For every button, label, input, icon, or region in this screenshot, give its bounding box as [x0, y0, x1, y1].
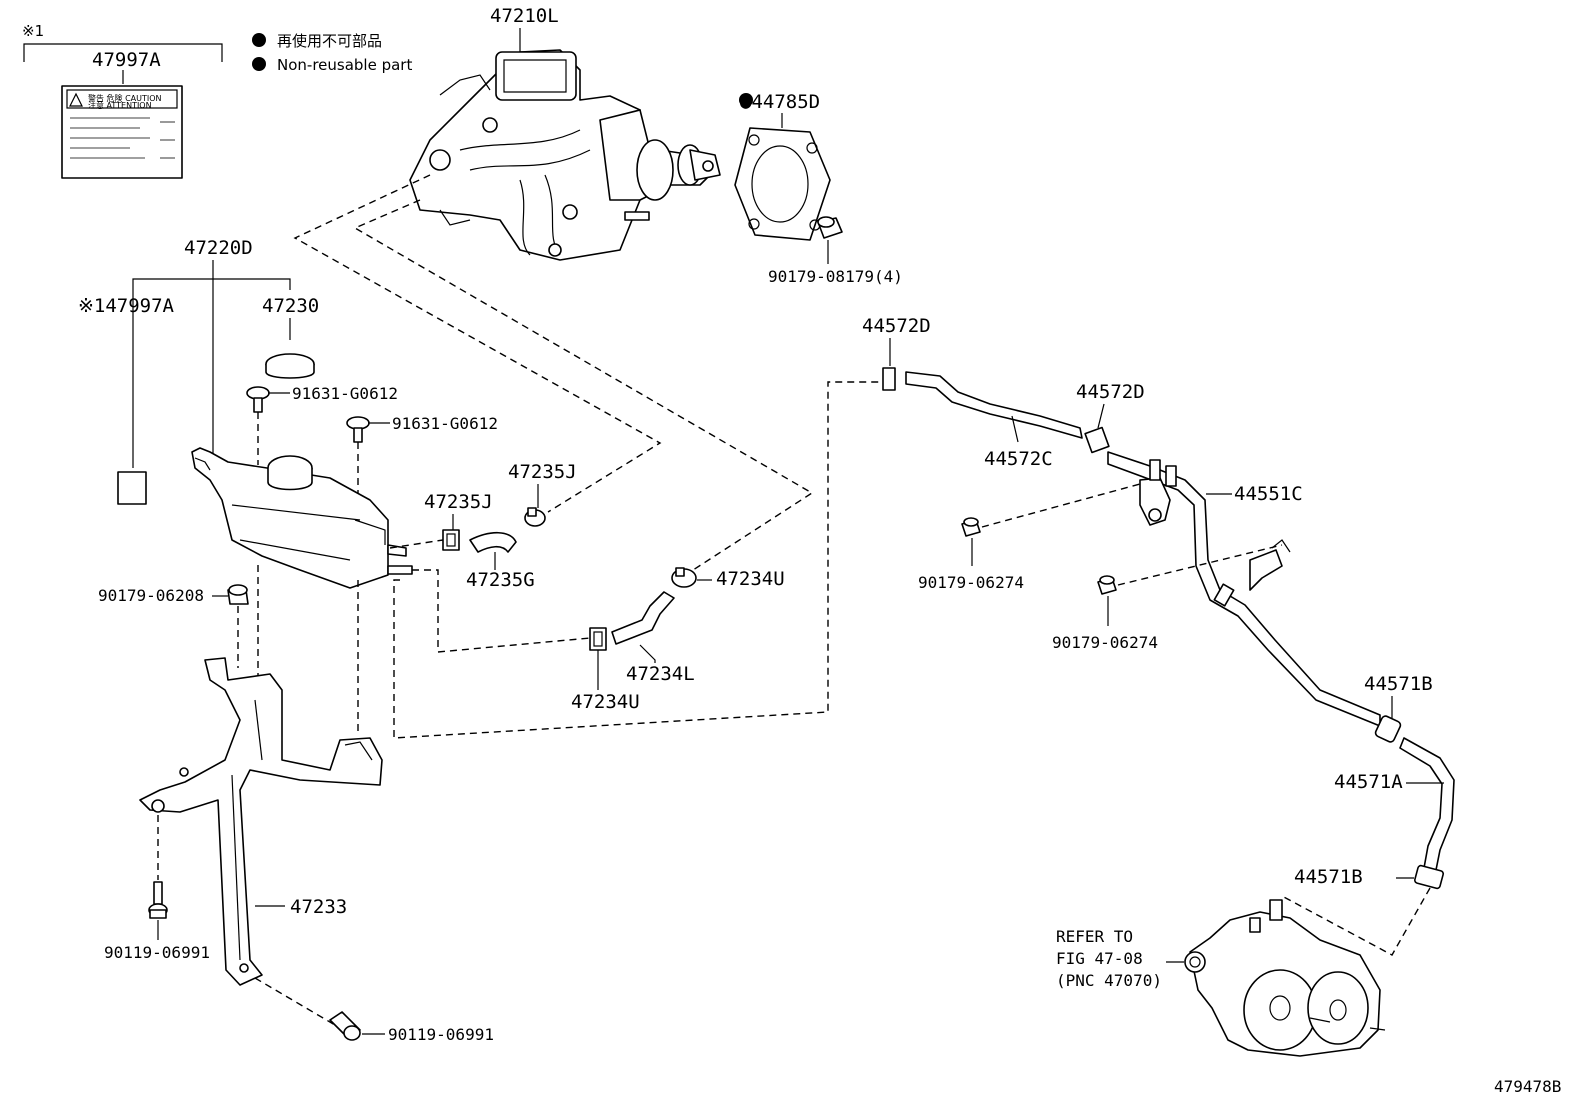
dash-nut-06274-a: [981, 483, 1141, 528]
label-44572D-b: 44572D: [1076, 381, 1145, 403]
bullet-icon-jp: [252, 33, 266, 47]
label-90179-06274-b: 90179-06274: [1052, 633, 1158, 652]
clamp-47234U-b: [589, 627, 607, 651]
leader-44572C: [1011, 415, 1019, 443]
leader-47234L: [639, 644, 656, 663]
hose-47234L: [611, 591, 675, 645]
pump-motor-assembly: [1184, 899, 1386, 1057]
label-44785D: ●44785D: [740, 91, 820, 113]
label-47235J-b: 47235J: [424, 491, 493, 513]
caution-line-2: 注意 ATTENTION: [88, 100, 152, 110]
non-reusable-bullet-icon: [739, 93, 753, 107]
label-44571B-a: 44571B: [1364, 673, 1433, 695]
gasket-44785D: [734, 127, 831, 241]
label-47230: 47230: [262, 295, 319, 317]
label-47235J-a: 47235J: [508, 461, 577, 483]
caution-part-number: 47997A: [92, 49, 161, 71]
nut-90179-06208: [227, 584, 249, 605]
dash-bolt-90119-b: [254, 977, 336, 1026]
label-90179-08179: 90179-08179(4): [768, 267, 903, 286]
figure-code: 479478B: [1494, 1077, 1561, 1096]
refer-line-2: FIG 47-08: [1056, 949, 1143, 968]
label-47234U-b: 47234U: [571, 691, 640, 713]
dash-nut-06274-b: [1117, 544, 1283, 586]
clamp-44572D-b: [1084, 426, 1110, 454]
clamp-44572D-a: [882, 367, 896, 391]
brake-actuator-assembly: [409, 49, 721, 261]
clamp-44571B-b: [1413, 864, 1445, 890]
label-47210L: 47210L: [490, 5, 559, 27]
label-44551C: 44551C: [1234, 483, 1303, 505]
legend-en: Non-reusable part: [277, 56, 412, 74]
label-47234L: 47234L: [626, 663, 695, 685]
clamp-47235J-a: [524, 507, 546, 527]
reservoir-tank: [191, 447, 413, 589]
dash-tank-44572D: [393, 381, 880, 739]
label-91631-a: 91631-G0612: [292, 384, 398, 403]
label-90119-b: 90119-06991: [388, 1025, 494, 1044]
bolt-90119-b: [329, 1011, 361, 1041]
nut-90179-06274-a: [961, 517, 981, 537]
clamp-47234U-a: [671, 567, 697, 588]
caution-label-header: [66, 89, 178, 109]
label-44571A: 44571A: [1334, 771, 1403, 793]
bolt-91631-a: [246, 386, 270, 413]
hose-47235G: [469, 531, 517, 553]
dash-hose-pump: [1281, 887, 1431, 956]
caution-label-small: [117, 471, 147, 505]
dash-booster-47235J: [293, 174, 662, 513]
hose-44572C: [905, 371, 1083, 439]
label-47235G: 47235G: [466, 569, 535, 591]
bracket-47220D: [132, 278, 291, 468]
label-47220D: 47220D: [184, 237, 253, 259]
label-44571B-b: 44571B: [1294, 866, 1363, 888]
label-91631-b: 91631-G0612: [392, 414, 498, 433]
clamp-44571B-a: [1374, 715, 1402, 743]
refer-line-1: REFER TO: [1056, 927, 1133, 946]
refer-line-3: (PNC 47070): [1056, 971, 1162, 990]
nut-90179-08179: [817, 216, 843, 239]
caution-bracket: [23, 43, 223, 62]
caution-line-1: 警告 危険 CAUTION: [88, 93, 162, 103]
hose-44571A: [1399, 737, 1455, 871]
label-90179-06274-a: 90179-06274: [918, 573, 1024, 592]
label-47234U-a: 47234U: [716, 568, 785, 590]
dash-tank-47234U: [412, 569, 591, 653]
legend-jp: 再使用不可部品: [277, 32, 382, 50]
dash-tank-47235J: [389, 539, 444, 549]
label-47233: 47233: [290, 896, 347, 918]
label-44572D-a: 44572D: [862, 315, 931, 337]
nut-90179-06274-b: [1097, 575, 1117, 595]
bolt-91631-b: [346, 416, 370, 443]
caution-label-lines: [70, 117, 175, 159]
reservoir-cap-47230: [265, 353, 315, 379]
leader-44572D-b: [1097, 403, 1105, 429]
caution-label-sheet: [61, 85, 183, 179]
pipe-44551C: [1107, 451, 1381, 727]
warning-triangle-icon: [69, 92, 83, 107]
bolt-90119-a: [148, 881, 168, 919]
bracket-47233: [139, 657, 383, 986]
label-47997A-marked: ※147997A: [78, 295, 175, 317]
label-90179-06208: 90179-06208: [98, 586, 204, 605]
clamp-47235J-b: [442, 529, 460, 551]
note-mark-label: ※1: [22, 22, 44, 40]
label-90119-a: 90119-06991: [104, 943, 210, 962]
bullet-icon-en: [252, 57, 266, 71]
label-44572C: 44572C: [984, 448, 1053, 470]
